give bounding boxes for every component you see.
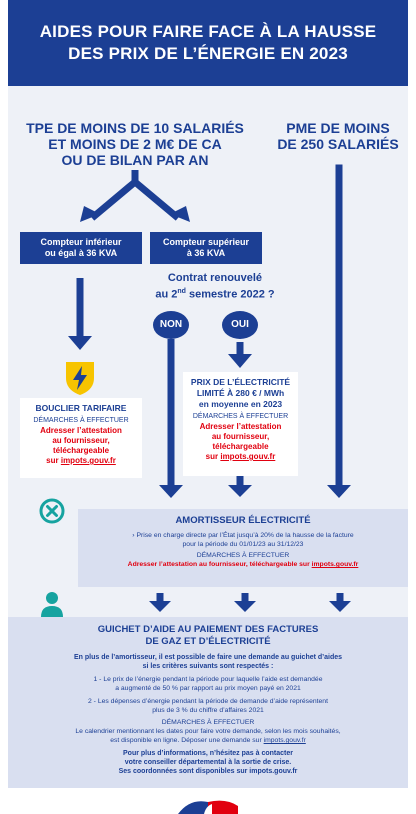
amortisseur-title: AMORTISSEUR ÉLECTRICITÉ [175, 515, 311, 526]
title-line-2: DES PRIX DE L’ÉNERGIE EN 2023 [68, 44, 348, 63]
guichet-arrows [149, 593, 351, 612]
guichet-contact-3: Ses coordonnées sont disponibles sur imp… [118, 768, 298, 775]
amortisseur-link[interactable]: impots.gouv.fr [311, 561, 359, 568]
prix-link[interactable]: impots.gouv.fr [220, 452, 276, 461]
prix-steps: DÉMARCHES À EFFECTUER [192, 413, 289, 420]
meter-high-line-2: à 36 KVA [186, 248, 226, 258]
low-meter-arrow [68, 278, 92, 350]
question-line-1: Contrat renouvelé [167, 272, 263, 284]
guichet-title-2: DE GAZ ET D’ÉLECTRICITÉ [145, 636, 271, 647]
guichet-intro-2: si les critères suivants sont respectés … [142, 663, 274, 670]
prix-down-arrow [228, 476, 252, 497]
guichet-crit1-1: 1 - Le prix de l’énergie pendant la péri… [93, 676, 323, 683]
pme-arrow [327, 164, 351, 498]
meter-low-line-1: Compteur inférieur [40, 237, 122, 247]
title-banner: AIDES POUR FAIRE FACE À LA HAUSSE DES PR… [8, 0, 408, 86]
bouclier-action-1: Adresser l’attestation [40, 426, 122, 435]
contract-question: Contrat renouvelé au 2nd semestre 2022 ? [150, 272, 280, 302]
guichet-cal-link[interactable]: impots.gouv.fr [263, 737, 306, 744]
amortisseur-band: AMORTISSEUR ÉLECTRICITÉ › Prise en charg… [78, 509, 408, 587]
circle-x-icon [38, 497, 66, 525]
tpe-line-2: ET MOINS DE 2 M€ DE CA [48, 136, 222, 152]
guichet-steps: DÉMARCHES À EFFECTUER [161, 719, 255, 726]
tpe-line-3: OU DE BILAN PAR AN [61, 152, 209, 168]
prix-link-line: sur impots.gouv.fr [205, 452, 276, 461]
oui-arrow [228, 342, 252, 368]
pme-column-title: PME DE MOINS DE 250 SALARIÉS [268, 120, 408, 152]
meter-high-box: Compteur supérieur à 36 KVA [150, 232, 262, 264]
prix-action-3: téléchargeable [212, 442, 269, 451]
bouclier-title: BOUCLIER TARIFAIRE [35, 403, 127, 413]
guichet-crit1-2: a augmenté de 50 % par rapport au prix m… [115, 685, 301, 692]
pme-line-2: DE 250 SALARIÉS [277, 136, 399, 152]
tpe-line-1: TPE DE MOINS DE 10 SALARIÉS [26, 120, 244, 136]
meter-high-line-1: Compteur supérieur [162, 237, 249, 247]
lightning-shield-icon [64, 360, 96, 396]
prix-title-2: LIMITÉ À 280 € / MWh [196, 388, 285, 398]
prix-action-1: Adresser l’attestation [199, 422, 282, 431]
bouclier-panel: BOUCLIER TARIFAIRE DÉMARCHES À EFFECTUER… [20, 398, 142, 478]
guichet-crit2-2: plus de 3 % du chiffre d’affaires 2021 [152, 707, 264, 714]
guichet-band: GUICHET D’AIDE AU PAIEMENT DES FACTURES … [8, 617, 408, 788]
meter-low-line-2: ou égal à 36 KVA [44, 248, 118, 258]
amortisseur-desc-2: pour la période du 01/01/23 au 31/12/23 [182, 541, 304, 548]
person-icon [38, 590, 66, 618]
guichet-contact-1: Pour plus d’informations, n’hésitez pas … [123, 750, 293, 757]
bouclier-action-3: téléchargeable [52, 446, 110, 455]
prix-title-3: en moyenne en 2023 [198, 399, 283, 409]
amortisseur-desc-1: › Prise en charge directe par l’État jus… [132, 532, 354, 539]
question-line-2: au 2nd semestre 2022 ? [155, 288, 275, 301]
title-line-1: AIDES POUR FAIRE FACE À LA HAUSSE [39, 22, 377, 41]
answer-yes-badge: OUI [222, 311, 258, 339]
amortisseur-action: Adresser l’attestation au fournisseur, t… [127, 561, 359, 568]
guichet-intro-1: En plus de l’amortisseur, il est possibl… [73, 654, 343, 661]
pme-line-1: PME DE MOINS [286, 120, 390, 136]
bouclier-action-2: au fournisseur, [52, 436, 110, 445]
prix-title-1: PRIX DE L’ÉLECTRICITÉ [190, 377, 291, 387]
guichet-cal-1: Le calendrier mentionnant les dates pour… [75, 728, 341, 735]
bouclier-steps: DÉMARCHES À EFFECTUER [33, 417, 129, 424]
guichet-crit2-1: 2 - Les dépenses d’énergie pendant la pé… [88, 698, 328, 705]
answer-no-badge: NON [153, 311, 189, 339]
bouclier-link[interactable]: impots.gouv.fr [60, 456, 116, 465]
guichet-contact-2: votre conseiller départemental à la sort… [124, 759, 292, 766]
amortisseur-steps: DÉMARCHES À EFFECTUER [196, 552, 290, 559]
guichet-cal-2: est disponible en ligne. Déposer une dem… [110, 737, 306, 744]
tpe-column-title: TPE DE MOINS DE 10 SALARIÉS ET MOINS DE … [20, 120, 250, 168]
prix-panel: PRIX DE L’ÉLECTRICITÉ LIMITÉ À 280 € / M… [183, 372, 298, 476]
non-arrow [159, 339, 183, 498]
marianne-flag-icon [178, 796, 238, 814]
guichet-title-1: GUICHET D’AIDE AU PAIEMENT DES FACTURES [97, 624, 319, 635]
meter-low-box: Compteur inférieur ou égal à 36 KVA [20, 232, 142, 264]
prix-action-2: au fournisseur, [211, 432, 270, 441]
split-arrow [80, 170, 190, 222]
bouclier-link-line: sur impots.gouv.fr [46, 456, 116, 465]
